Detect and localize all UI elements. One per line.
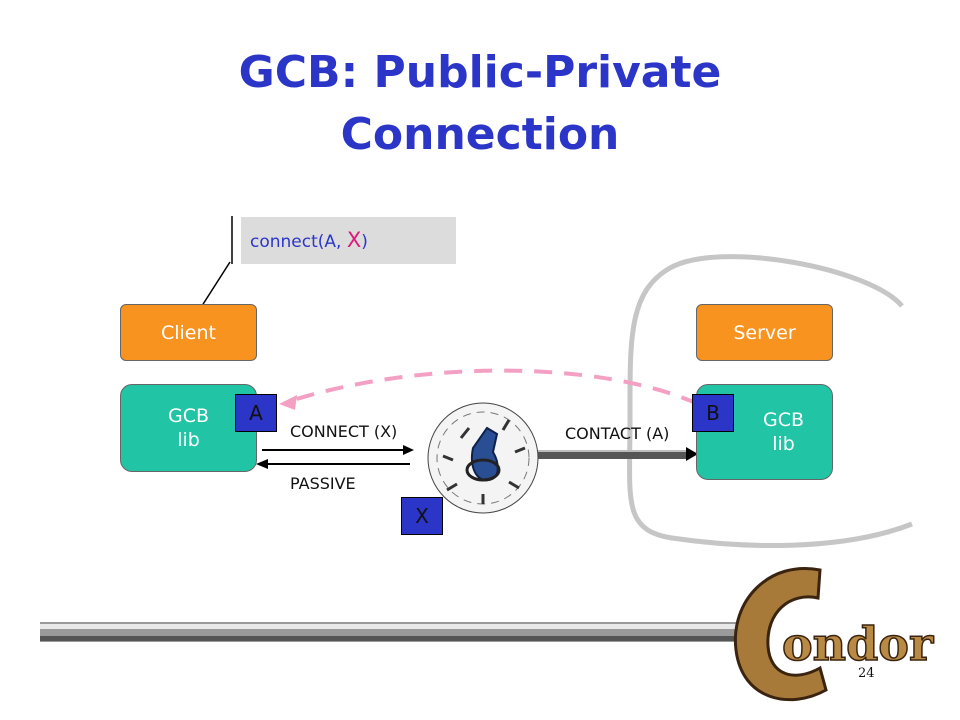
client-lib-line-2: lib — [177, 429, 200, 451]
server-enclosure-curve — [627, 254, 913, 549]
dashed-arrowhead — [279, 395, 297, 410]
port-x: X — [401, 497, 443, 535]
condor-logo-icon: ondor — [733, 567, 935, 702]
client-gcb-lib: GCB lib — [120, 384, 257, 472]
server-label: Server — [733, 321, 796, 344]
slide-title: GCB: Public-Private Connection — [0, 42, 960, 166]
logo-text: ondor — [782, 617, 934, 671]
gateway-seal-icon — [427, 402, 539, 514]
client-box: Client — [120, 304, 257, 361]
contact-arrow-bar — [537, 450, 687, 459]
port-a-label: A — [249, 401, 263, 425]
callout-text-prefix: connect(A, — [250, 232, 347, 252]
port-b-label: B — [706, 401, 720, 425]
connect-callout: connect(A, X) — [241, 217, 456, 264]
connect-arrowhead — [403, 445, 414, 455]
port-b: B — [692, 394, 734, 432]
callout-text-x: X — [346, 228, 362, 252]
page-number: 24 — [858, 666, 875, 681]
title-line-1: GCB: Public-Private — [238, 47, 722, 98]
callout-text-suffix: ) — [361, 232, 368, 252]
server-lib-line-2: lib — [772, 433, 795, 455]
passive-arrow-label: PASSIVE — [290, 474, 356, 493]
port-x-label: X — [415, 504, 429, 528]
client-label: Client — [160, 321, 216, 344]
passive-arrowhead — [256, 459, 268, 469]
title-line-2: Connection — [340, 109, 620, 160]
contact-arrow-label: CONTACT (A) — [565, 424, 670, 443]
server-lib-line-1: GCB — [762, 409, 805, 431]
client-lib-line-1: GCB — [167, 405, 210, 427]
port-a: A — [235, 394, 277, 432]
dashed-route-arrow — [289, 368, 699, 406]
server-box: Server — [696, 304, 833, 361]
contact-arrowhead — [686, 447, 698, 461]
connect-arrow-label: CONNECT (X) — [290, 422, 398, 441]
